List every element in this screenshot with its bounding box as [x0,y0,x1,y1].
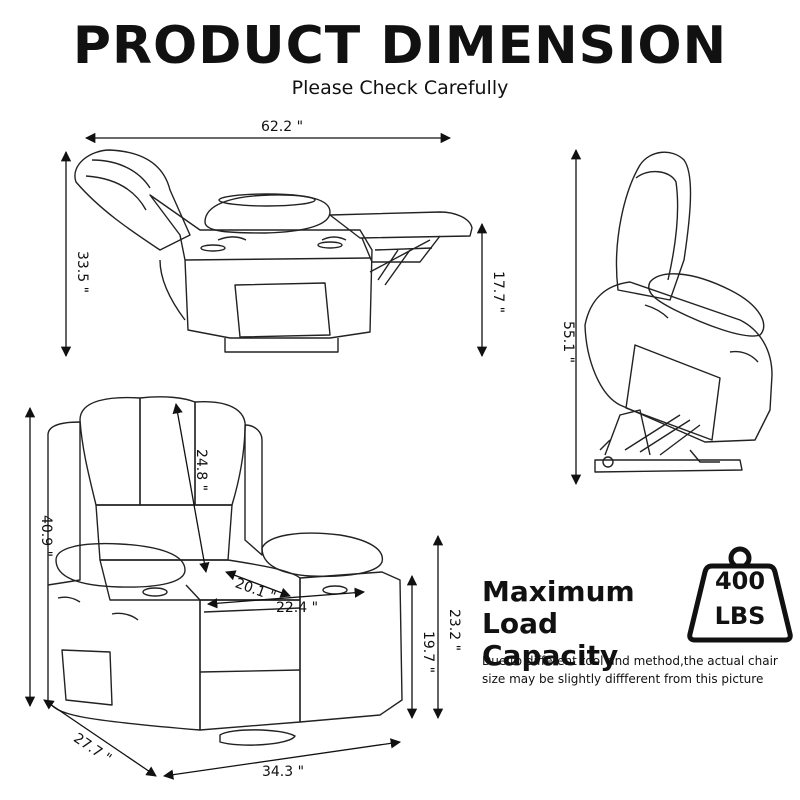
max-load-title: Maximum Load Capacity [482,576,712,672]
weight-icon [687,546,793,643]
dim-reclined-height: 33.5 " [74,251,90,293]
dim-lift-height: 55.1 " [560,321,576,363]
disclaimer-line2: size may be slightly diffferent from thi… [482,672,764,686]
dim-reclined-length: 62.2 " [261,119,303,135]
page-title: PRODUCT DIMENSION [72,16,728,76]
dim-depth: 27.7 " [70,730,114,767]
max-load-title-line2: Capacity [482,639,619,672]
dim-width: 34.3 " [262,764,304,780]
front-chair-illustration [47,396,403,746]
dim-arm-height: 23.2 " [446,609,462,651]
weight-unit: LBS [714,602,766,630]
disclaimer-line1: Due to different tool and method,the act… [482,654,778,668]
dim-total-height: 40.9 " [38,515,54,557]
max-load-title-line1: Maximum Load [482,575,635,640]
dim-seat-width: 22.4 " [276,600,318,616]
page-subtitle: Please Check Carefully [291,77,509,99]
dim-back-height: 24.8 " [193,449,209,491]
dim-footrest-height: 17.7 " [490,271,506,313]
lift-chair-illustration [584,151,773,473]
weight-value: 400 [714,567,766,595]
reclined-chair-illustration [74,149,473,353]
dim-seat-height: 19.7 " [420,631,436,673]
disclaimer-note: Due to different tool and method,the act… [482,652,782,688]
